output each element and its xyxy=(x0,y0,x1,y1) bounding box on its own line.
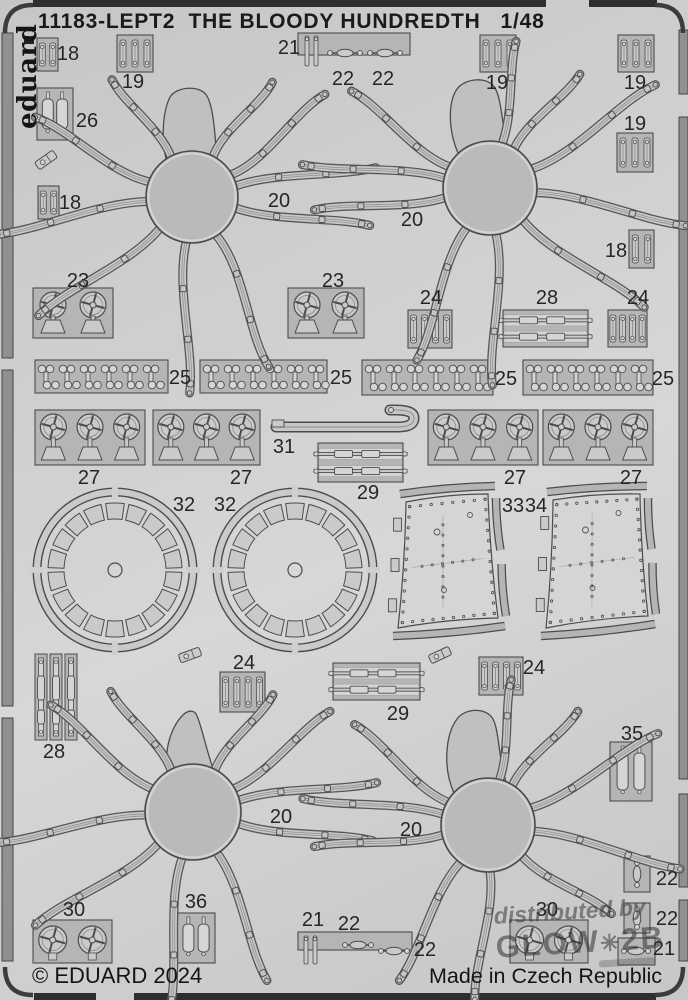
part-number-label: 21 xyxy=(302,909,324,931)
needle-strip-part xyxy=(628,229,655,269)
part-number-label: 22 xyxy=(656,868,678,890)
part-number-label: 30 xyxy=(536,899,558,921)
wheel-part xyxy=(152,409,261,466)
part-number-label: 22 xyxy=(332,68,354,90)
wheel-part xyxy=(34,409,146,466)
part-number-label: 27 xyxy=(230,467,252,489)
part-number-label: 19 xyxy=(624,113,646,135)
part-number-label: 25 xyxy=(652,368,674,390)
cowl-ring-part xyxy=(210,485,380,655)
made-in-text: Made in Czech Republic xyxy=(429,964,663,988)
needle-strip-part xyxy=(617,34,655,73)
part-number-label: 22 xyxy=(656,908,678,930)
part-number-label: 23 xyxy=(67,270,89,292)
part-number-label: 18 xyxy=(605,240,627,262)
clip-part xyxy=(178,647,202,663)
copyright-text: © EDUARD 2024 xyxy=(32,963,203,988)
part-number-label: 32 xyxy=(214,494,236,516)
needle-strip-part xyxy=(478,656,524,696)
part-number-label: 20 xyxy=(270,806,292,828)
part-number-label: 28 xyxy=(536,287,558,309)
eduard-logo: eduard xyxy=(13,23,43,129)
part-number-label: 19 xyxy=(122,71,144,93)
part-number-label: 21 xyxy=(653,938,675,960)
part-number-label: 27 xyxy=(78,467,100,489)
part-number-label: 24 xyxy=(627,287,649,309)
comb-strip-part xyxy=(361,359,494,396)
part-number-label: 26 xyxy=(76,110,98,132)
small-fitting-part xyxy=(617,937,656,966)
part-number-label: 20 xyxy=(268,190,290,212)
part-number-label: 33 xyxy=(502,495,524,517)
part-number-label: 31 xyxy=(273,436,295,458)
part-number-label: 25 xyxy=(495,368,517,390)
part-number-label: 24 xyxy=(523,657,545,679)
hook-part xyxy=(270,404,420,433)
part-number-label: 24 xyxy=(233,652,255,674)
needle-strip-part xyxy=(219,671,266,713)
ignition-harness-part xyxy=(298,675,685,1000)
part-number-label: 25 xyxy=(169,367,191,389)
part-number-label: 23 xyxy=(322,270,344,292)
needle-strip-part xyxy=(607,309,648,348)
needle-strip-part xyxy=(116,34,154,73)
wheel-part xyxy=(427,409,539,466)
part-number-label: 36 xyxy=(185,891,207,913)
rod-part xyxy=(328,662,425,701)
wheel-part xyxy=(509,919,589,964)
part-number-label: 20 xyxy=(401,209,423,231)
part-number-label: 34 xyxy=(525,495,547,517)
mesh-panel-part xyxy=(387,481,511,641)
part-number-label: 22 xyxy=(414,939,436,961)
part-number-label: 27 xyxy=(620,467,642,489)
sleeve-strip-part xyxy=(34,653,78,741)
ignition-harness-part xyxy=(0,686,382,1000)
needle-strip-part xyxy=(37,185,60,220)
comb-strip-part xyxy=(34,359,169,394)
part-number-label: 21 xyxy=(278,37,300,59)
part-number-label: 29 xyxy=(387,703,409,725)
small-fitting-part xyxy=(623,902,651,934)
wheel-part xyxy=(32,919,113,964)
part-number-label: 18 xyxy=(59,192,81,214)
part-number-label: 20 xyxy=(400,819,422,841)
clip-part xyxy=(428,646,452,664)
part-number-label: 18 xyxy=(57,43,79,65)
comb-strip-part xyxy=(522,359,654,396)
sheet-title: 11183-LEPT2 THE BLOODY HUNDREDTH 1/48 xyxy=(38,10,545,33)
rod-part xyxy=(498,309,593,348)
part-number-label: 29 xyxy=(357,482,379,504)
part-number-label: 27 xyxy=(504,467,526,489)
tube-part xyxy=(176,912,216,964)
part-number-label: 25 xyxy=(330,367,352,389)
part-number-label: 32 xyxy=(173,494,195,516)
comb-strip-part xyxy=(199,359,330,394)
part-number-label: 22 xyxy=(338,913,360,935)
distributor-watermark: distributed by GLOW✳2B xyxy=(493,891,687,973)
turnbuckle-plate-part xyxy=(297,32,411,67)
cowl-ring-part xyxy=(30,485,200,655)
part-number-label: 24 xyxy=(420,287,442,309)
ignition-harness-part xyxy=(297,36,688,390)
part-number-label: 19 xyxy=(624,72,646,94)
turnbuckle-plate-part xyxy=(297,931,413,965)
part-number-label: 22 xyxy=(372,68,394,90)
part-number-label: 35 xyxy=(621,723,643,745)
needle-strip-part xyxy=(616,132,654,173)
part-number-label: 30 xyxy=(63,899,85,921)
ignition-harness-part xyxy=(0,75,381,398)
wheel-part xyxy=(287,287,365,339)
clip-part xyxy=(34,150,58,170)
part-number-label: 19 xyxy=(486,72,508,94)
needle-strip-part xyxy=(36,37,59,72)
wheel-part xyxy=(542,409,654,466)
part-number-label: 28 xyxy=(43,741,65,763)
rod-part xyxy=(313,442,408,483)
glow2b-star-icon: ✳ xyxy=(599,929,623,957)
mesh-panel-part xyxy=(535,481,661,641)
